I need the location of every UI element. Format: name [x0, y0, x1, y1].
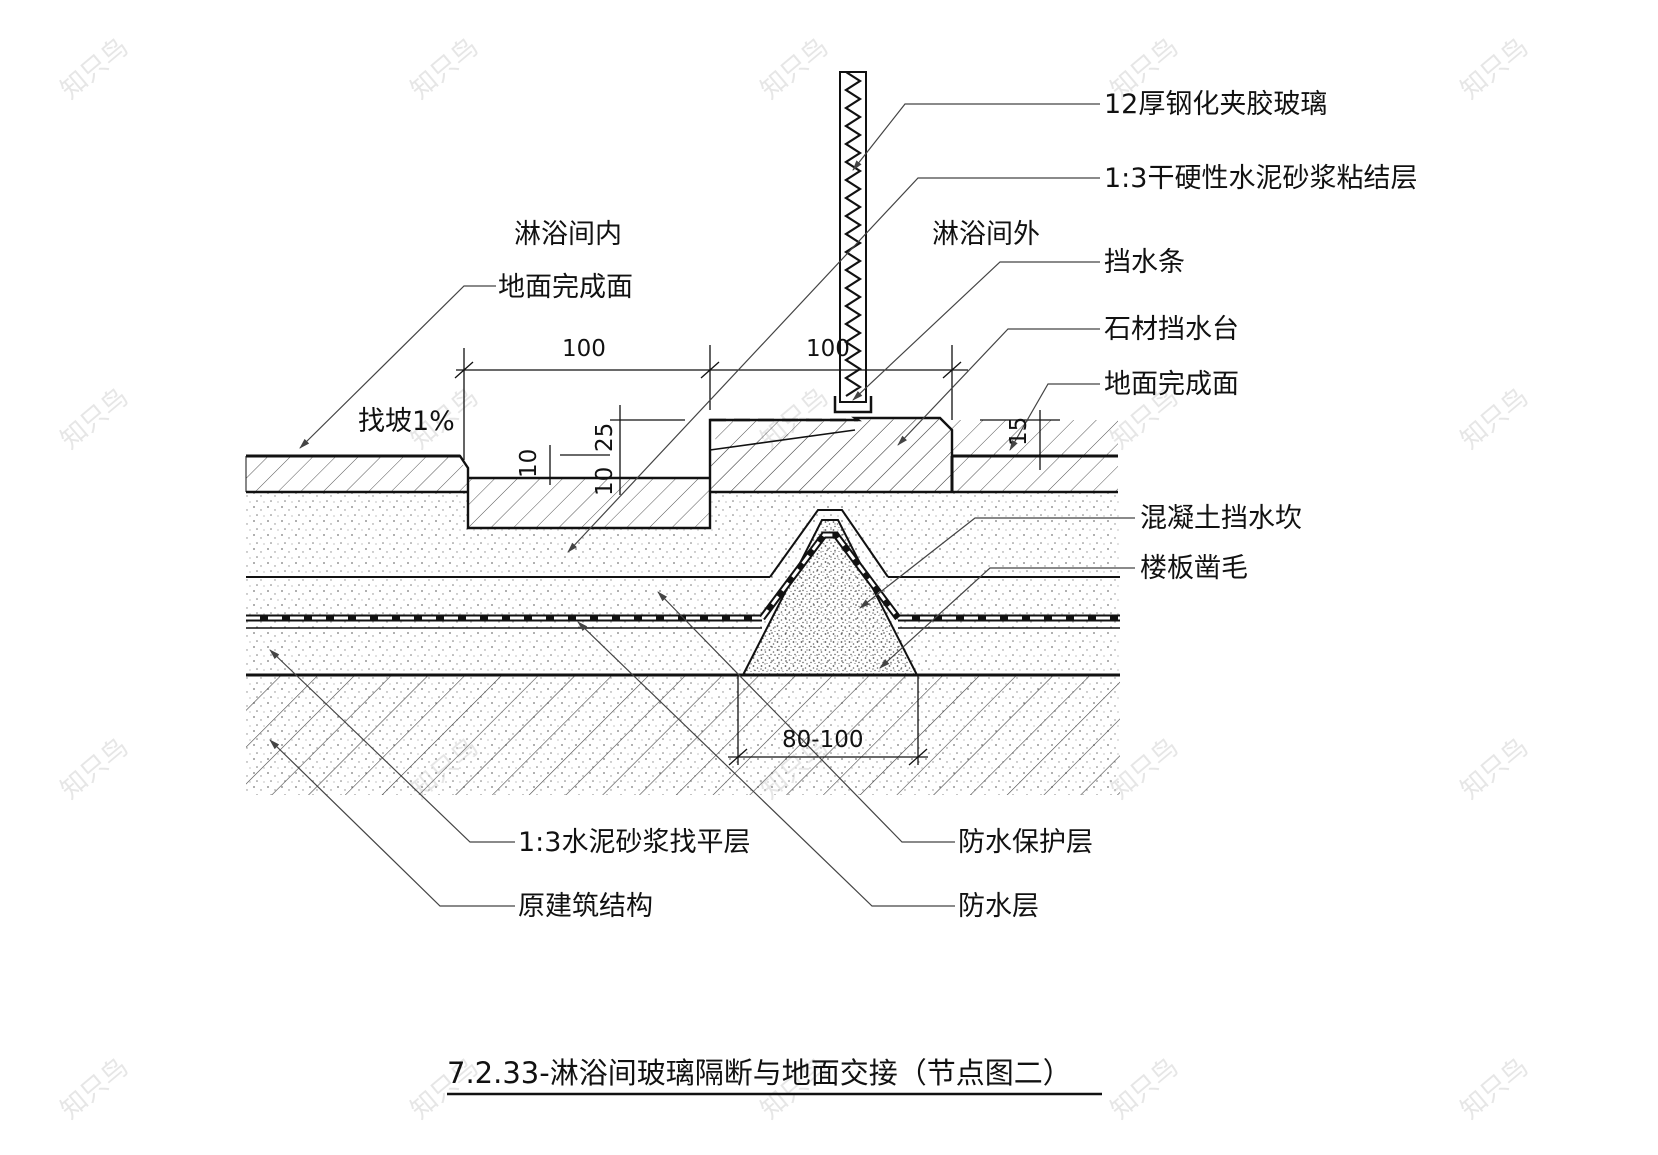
dim-80-100: 80-100: [782, 727, 863, 753]
label-mortar-bond: 1:3干硬性水泥砂浆粘结层: [1104, 163, 1417, 194]
waterproof-layer: [246, 509, 1120, 629]
watermark-text: 知只鸟: [405, 32, 484, 105]
dim-15: 15: [1006, 417, 1032, 446]
watermark-text: 知只鸟: [55, 32, 134, 105]
original-structure: [246, 675, 1120, 795]
glass-panel: [833, 71, 873, 414]
annotation-labels: 12厚钢化夹胶玻璃 1:3干硬性水泥砂浆粘结层 淋浴间内 淋浴间外 地面完成面 …: [358, 89, 1417, 922]
dim-25: 25: [592, 423, 618, 452]
label-inside: 淋浴间内: [514, 219, 622, 250]
dim-10-a: 10: [516, 449, 542, 478]
dimension-values: 100 100 10 25 10 15 80-100: [516, 336, 1032, 753]
dim-10-b: 10: [592, 467, 618, 496]
label-finish-left: 地面完成面: [498, 272, 633, 303]
label-wp-layer: 防水层: [958, 891, 1039, 922]
label-outside: 淋浴间外: [932, 219, 1040, 250]
watermark-text: 知只鸟: [55, 1052, 134, 1125]
watermark-text: 知只鸟: [755, 32, 834, 105]
label-concrete-curb: 混凝土挡水坎: [1140, 503, 1302, 534]
drawing-title: 7.2.33-淋浴间玻璃隔断与地面交接（节点图二）: [447, 1056, 1072, 1090]
label-structure: 原建筑结构: [518, 891, 653, 922]
glass-interlayer: [843, 71, 863, 397]
label-finish-right: 地面完成面: [1104, 369, 1239, 400]
watermark-text: 知只鸟: [1455, 32, 1534, 105]
label-stone-sill: 石材挡水台: [1104, 314, 1239, 345]
label-glass: 12厚钢化夹胶玻璃: [1104, 89, 1327, 120]
dimension-lines: [454, 345, 1060, 766]
watermark-text: 知只鸟: [1455, 1052, 1534, 1125]
dim-100-right: 100: [806, 336, 850, 362]
watermark-text: 知只鸟: [55, 732, 134, 805]
leader-lines: [269, 103, 1135, 907]
watermark-text: 知只鸟: [1455, 732, 1534, 805]
watermark-text: 知只鸟: [1455, 382, 1534, 455]
label-slab-roughen: 楼板凿毛: [1140, 553, 1248, 584]
label-water-bar: 挡水条: [1104, 247, 1185, 278]
dim-100-left: 100: [562, 336, 606, 362]
label-leveling: 1:3水泥砂浆找平层: [518, 827, 750, 858]
label-wp-protect: 防水保护层: [958, 827, 1093, 858]
watermark-text: 知只鸟: [55, 382, 134, 455]
label-slope: 找坡1%: [358, 406, 455, 437]
watermark-text: 知只鸟: [1105, 1052, 1184, 1125]
